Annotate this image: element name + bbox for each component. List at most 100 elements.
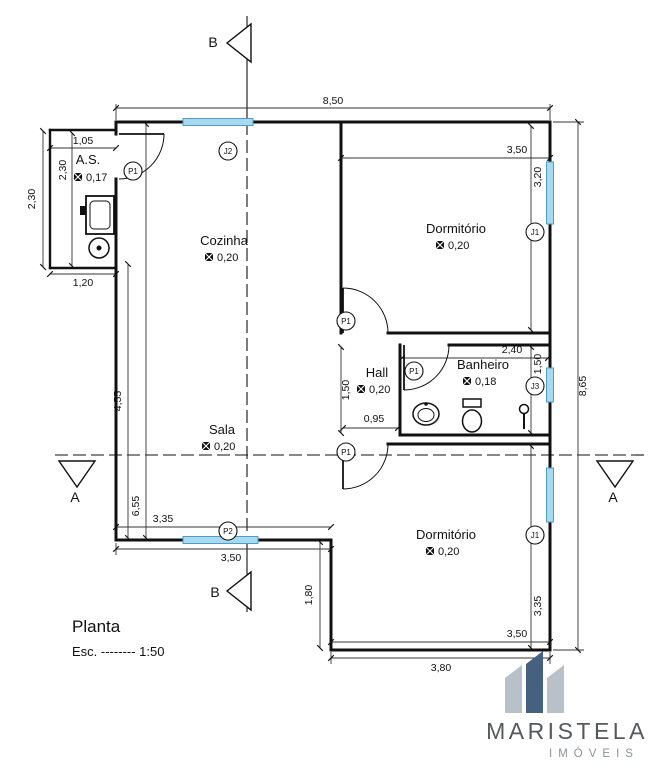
section-b-label-top: B (208, 34, 217, 50)
tag-p2: P2 (223, 527, 233, 536)
dimension-lines (39, 104, 584, 664)
tag-j1-dorm2: J1 (531, 531, 540, 540)
room-name-dorm1: Dormitório (426, 221, 486, 236)
light-point-icon (204, 252, 214, 262)
room-name-as: A.S. (76, 152, 101, 167)
dim-as-height-outer: 2,30 (26, 189, 38, 210)
dim-dorm1-height: 3,20 (532, 167, 544, 188)
room-area-sala: 0,20 (214, 441, 235, 453)
tag-circle-j1-dorm1 (525, 222, 545, 242)
sink-basin (417, 408, 435, 422)
room-area-cozinha: 0,20 (217, 252, 238, 264)
door-arc-banheiro (403, 344, 450, 391)
walls (48, 120, 552, 652)
light-point-icon (201, 441, 211, 451)
fixtures (80, 195, 530, 433)
tag-circle-p1-as (123, 161, 143, 181)
plan-scale: Esc. -------- 1:50 (72, 644, 164, 659)
dim-sala-v2: 6,55 (130, 496, 142, 517)
light-point-icon (73, 172, 83, 182)
tag-p1-banheiro: P1 (409, 367, 419, 376)
window-j1-dorm2 (546, 467, 554, 523)
tag-circle-p1-banheiro (404, 361, 424, 381)
dim-as-width: 1,05 (73, 135, 94, 147)
room-name-dorm2: Dormitório (416, 527, 476, 542)
room-area-dorm1: 0,20 (448, 240, 469, 252)
dim-as-height-inner: 2,30 (57, 160, 69, 181)
dim-top-width: 8,50 (323, 95, 344, 107)
light-point-icon (425, 546, 435, 556)
tag-p1-dorm2: P1 (341, 448, 351, 457)
logo-ribbon-right (547, 665, 564, 713)
door-arc-dorm1 (342, 287, 389, 334)
laundry-tap-icon (80, 206, 86, 215)
dim-sala-bottom-inner: 3,35 (153, 513, 174, 525)
room-area-as: 0,17 (86, 172, 107, 184)
section-a-arrow-right (595, 460, 635, 489)
dim-dorm2-width-inner: 3,50 (507, 628, 528, 640)
room-labels: A.S. 0,17 Cozinha 0,20 Dormitório 0,20 H… (73, 152, 509, 558)
tag-p1-dorm1: P1 (341, 317, 351, 326)
light-point-icon (435, 240, 445, 250)
section-b-arrow-top (225, 22, 252, 64)
room-area-hall: 0,20 (369, 384, 390, 396)
tag-j1-dorm1: J1 (531, 228, 540, 237)
tag-circle-p1-dorm1 (336, 311, 356, 331)
brand-name: MARISTELA (486, 718, 648, 744)
window-j3 (546, 367, 554, 403)
tag-circle-j3 (525, 376, 545, 396)
toilet-tank (462, 398, 482, 408)
dim-dorm2-width-outer: 3,80 (431, 662, 452, 674)
light-point-icon (462, 376, 472, 386)
room-name-sala: Sala (209, 422, 236, 437)
window-j1-dorm1 (546, 161, 554, 225)
tag-circle-j2 (218, 141, 238, 161)
window-j2 (182, 118, 254, 126)
dim-hall-height: 1,50 (340, 380, 352, 401)
title-block: Planta Esc. -------- 1:50 (72, 617, 164, 659)
toilet-bowl (461, 409, 483, 433)
section-a-arrow-left (57, 460, 97, 489)
brand-tagline: IMÓVEIS (549, 747, 639, 760)
tag-circle-p1-dorm2 (336, 442, 356, 462)
section-a-label-left: A (70, 489, 80, 505)
sliding-door-p2 (182, 536, 259, 544)
dim-banheiro-width: 2,40 (502, 344, 523, 356)
dim-sala-bottom-outer: 3,50 (221, 552, 242, 564)
dim-right-height: 8,65 (577, 376, 589, 397)
logo-ribbon-center (526, 651, 543, 713)
dimension-labels: 8,50 8,65 1,05 2,30 2,30 1,20 3,50 3,20 … (26, 95, 589, 674)
windows (182, 118, 554, 544)
door-arc-dorm2 (342, 443, 389, 490)
dim-banheiro-height: 1,50 (532, 354, 544, 375)
section-marks: B B A A (55, 16, 645, 612)
light-point-icon (356, 384, 366, 394)
tag-circle-j1-dorm2 (525, 525, 545, 545)
dim-dorm2-offset: 1,80 (303, 585, 315, 606)
section-b-label-bottom: B (210, 584, 219, 600)
section-a-label-right: A (608, 489, 618, 505)
sink-tap-icon (424, 402, 428, 406)
tag-j3: J3 (531, 382, 540, 391)
room-area-dorm2: 0,20 (438, 546, 459, 558)
brand-logo: MARISTELA IMÓVEIS (486, 651, 648, 760)
tag-j2: J2 (224, 147, 233, 156)
tag-p1-as: P1 (128, 167, 138, 176)
dim-as-bottom: 1,20 (73, 277, 94, 289)
opening-tags: P1 J2 J1 P1 P1 J3 P1 J1 P2 (123, 141, 545, 545)
dim-dorm1-width: 3,50 (507, 144, 528, 156)
logo-building-icon (505, 651, 564, 713)
room-name-cozinha: Cozinha (200, 233, 248, 248)
shower-icon (518, 403, 530, 415)
plan-title: Planta (72, 617, 121, 636)
floor-drain-center (96, 245, 102, 251)
room-name-banheiro: Banheiro (457, 357, 509, 372)
tag-circle-p2 (218, 521, 238, 541)
dim-dorm2-height: 3,35 (532, 596, 544, 617)
laundry-tub-basin (89, 200, 111, 230)
room-area-banheiro: 0,18 (475, 376, 496, 388)
logo-ribbon-left (505, 665, 522, 713)
dim-sala-v1: 4,55 (112, 391, 124, 412)
